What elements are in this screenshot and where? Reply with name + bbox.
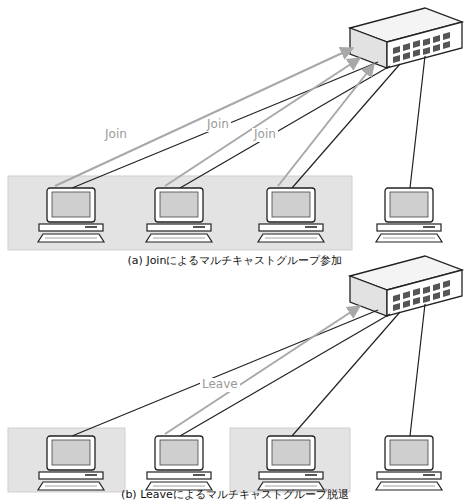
caption: (b) Leaveによるマルチキャストグループ脱退 — [0, 489, 470, 502]
leave-label: Leave — [200, 378, 240, 392]
join-label: Join — [252, 128, 278, 142]
caption: (a) Joinによるマルチキャストグループ参加 — [0, 255, 470, 268]
join-label: Join — [205, 118, 231, 132]
join-label: Join — [103, 128, 129, 142]
